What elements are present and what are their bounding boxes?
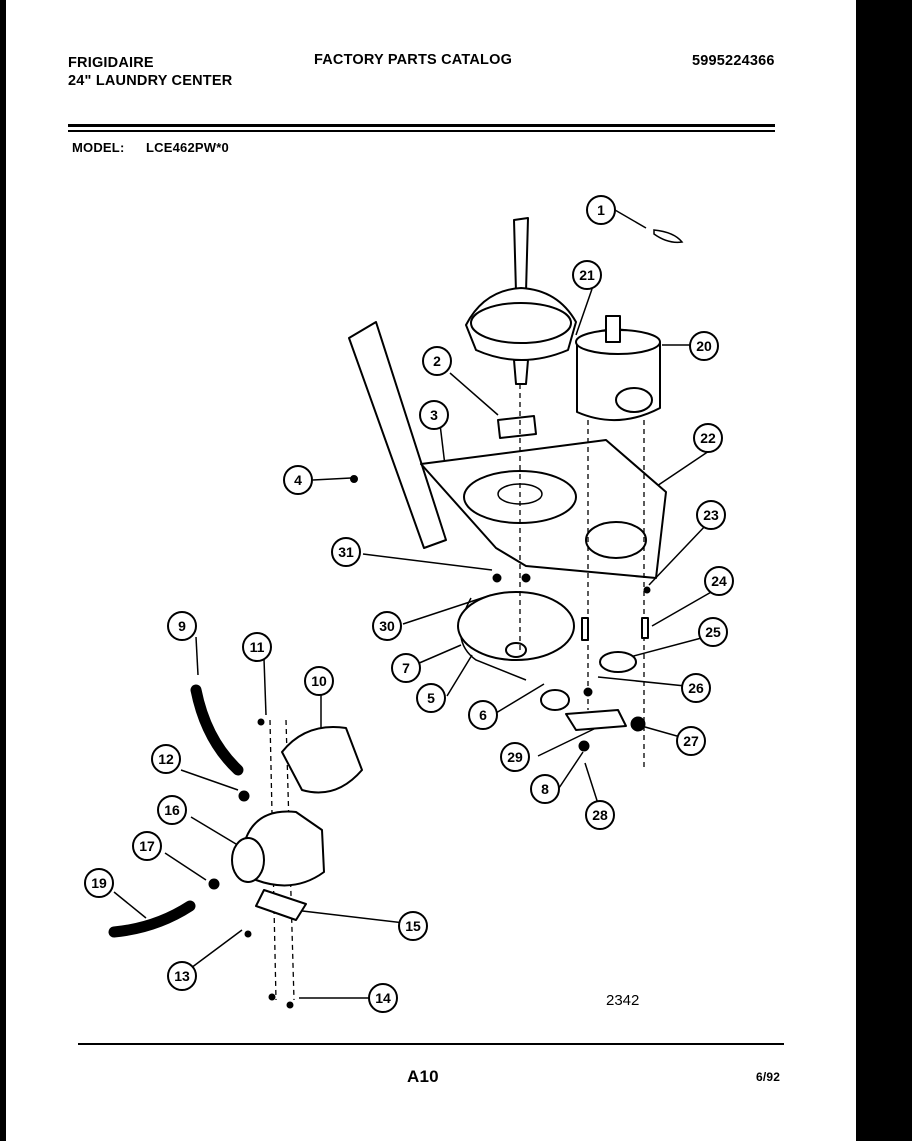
- motor-assembly: [575, 315, 661, 422]
- svg-text:8: 8: [541, 781, 549, 797]
- model-label: MODEL:: [72, 140, 125, 155]
- idler-pulley: [599, 651, 637, 673]
- callout-31: 31: [331, 537, 361, 567]
- water-pump: [231, 726, 363, 921]
- clip-part: [653, 229, 684, 244]
- leader-lines: [113, 209, 714, 999]
- callout-22: 22: [693, 423, 723, 453]
- callout-11: 11: [242, 632, 272, 662]
- callout-12: 12: [151, 744, 181, 774]
- revision-date: 6/92: [756, 1070, 781, 1084]
- callout-29: 29: [500, 742, 530, 772]
- svg-text:25: 25: [705, 624, 721, 640]
- svg-text:4: 4: [294, 472, 302, 488]
- callout-16: 16: [157, 795, 187, 825]
- svg-text:12: 12: [158, 751, 174, 767]
- callout-8: 8: [530, 774, 560, 804]
- callout-28: 28: [585, 800, 615, 830]
- coupling-part: [497, 415, 537, 439]
- callout-7: 7: [391, 653, 421, 683]
- callout-21: 21: [572, 260, 602, 290]
- svg-text:2: 2: [433, 353, 441, 369]
- brand-name: FRIGIDAIRE: [68, 55, 154, 71]
- svg-text:20: 20: [696, 338, 712, 354]
- callout-14: 14: [368, 983, 398, 1013]
- svg-text:13: 13: [174, 968, 190, 984]
- callout-6: 6: [468, 700, 498, 730]
- callout-20: 20: [689, 331, 719, 361]
- footer-rule: [78, 1043, 784, 1045]
- svg-text:30: 30: [379, 618, 395, 634]
- svg-text:7: 7: [402, 660, 410, 676]
- callout-25: 25: [698, 617, 728, 647]
- callout-27: 27: [676, 726, 706, 756]
- figure-number: 2342: [606, 992, 639, 1009]
- tensioner-bracket: [565, 709, 627, 731]
- catalog-number: 5995224366: [692, 53, 775, 69]
- callout-3: 3: [419, 400, 449, 430]
- svg-text:22: 22: [700, 430, 716, 446]
- callout-10: 10: [304, 666, 334, 696]
- svg-text:29: 29: [507, 749, 523, 765]
- callout-17: 17: [132, 831, 162, 861]
- callout-2: 2: [422, 346, 452, 376]
- svg-text:3: 3: [430, 407, 438, 423]
- callout-4: 4: [283, 465, 313, 495]
- pump-hose-upper: [190, 684, 244, 776]
- callout-30: 30: [372, 611, 402, 641]
- svg-text:17: 17: [139, 838, 155, 854]
- callout-19: 19: [84, 868, 114, 898]
- product-name: 24" LAUNDRY CENTER: [68, 73, 233, 89]
- parts-catalog-page: FRIGIDAIRE 24" LAUNDRY CENTER FACTORY PA…: [6, 0, 856, 1141]
- svg-text:24: 24: [711, 573, 727, 589]
- svg-text:19: 19: [91, 875, 107, 891]
- callout-26: 26: [681, 673, 711, 703]
- svg-text:15: 15: [405, 918, 421, 934]
- mounting-plate: [420, 439, 667, 579]
- callout-13: 13: [167, 961, 197, 991]
- svg-text:23: 23: [703, 507, 719, 523]
- transmission-assembly: [465, 217, 577, 385]
- callout-24: 24: [704, 566, 734, 596]
- callout-23: 23: [696, 500, 726, 530]
- callout-9: 9: [167, 611, 197, 641]
- svg-text:16: 16: [164, 802, 180, 818]
- svg-text:9: 9: [178, 618, 186, 634]
- catalog-title: FACTORY PARTS CATALOG: [314, 52, 513, 68]
- svg-text:5: 5: [427, 690, 435, 706]
- callout-1: 1: [586, 195, 616, 225]
- exploded-parts-diagram: 1 2 3 4 5 6 7 8 9 10 11 12 13 14 15 16 1…: [84, 195, 734, 1013]
- svg-text:28: 28: [592, 807, 608, 823]
- svg-text:26: 26: [688, 680, 704, 696]
- model-number: LCE462PW*0: [146, 140, 229, 155]
- drive-pulley: [457, 591, 575, 681]
- support-bracket: [348, 321, 447, 549]
- svg-text:21: 21: [579, 267, 595, 283]
- callout-5: 5: [416, 683, 446, 713]
- pump-hose-lower: [108, 900, 196, 938]
- svg-text:10: 10: [311, 673, 327, 689]
- svg-text:27: 27: [683, 733, 699, 749]
- page-number: A10: [407, 1067, 439, 1086]
- tension-spring: [630, 716, 646, 732]
- svg-text:14: 14: [375, 990, 391, 1006]
- svg-text:1: 1: [597, 202, 605, 218]
- svg-text:31: 31: [338, 544, 354, 560]
- motor-pulley: [540, 689, 570, 711]
- header-rule-thick: [68, 124, 775, 127]
- svg-text:11: 11: [250, 639, 265, 655]
- callout-15: 15: [398, 911, 428, 941]
- svg-text:6: 6: [479, 707, 487, 723]
- header-rule-thin: [68, 130, 775, 132]
